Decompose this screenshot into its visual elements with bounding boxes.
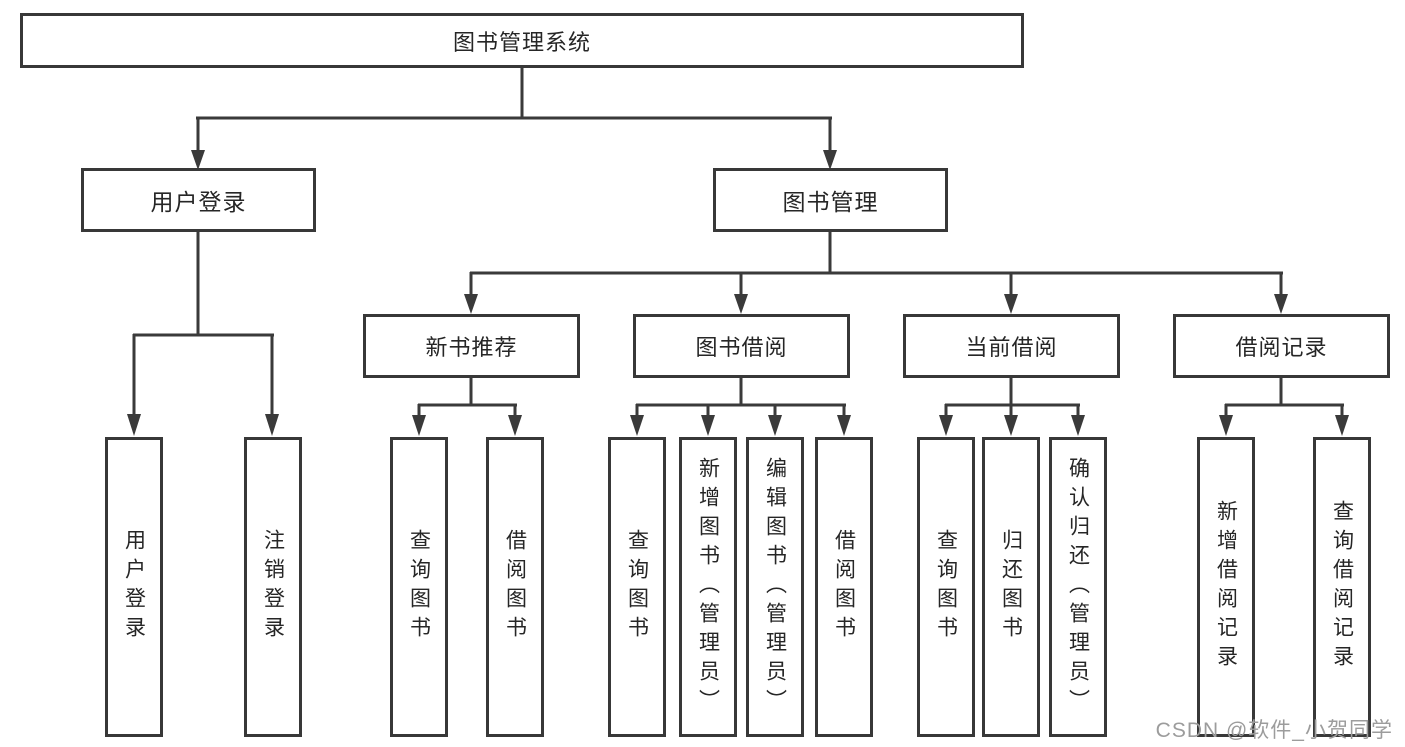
node-current-borrow: 当前借阅 xyxy=(903,314,1120,378)
leaf-add-books-admin: 新增图书（管理员） xyxy=(679,437,737,737)
leaf-user-login: 用户登录 xyxy=(105,437,163,737)
leaf-edit-books-admin: 编辑图书（管理员） xyxy=(746,437,804,737)
leaf-confirm-return-admin: 确认归还（管理员） xyxy=(1049,437,1107,737)
node-user-login: 用户登录 xyxy=(81,168,316,232)
leaf-borrow-books: 借阅图书 xyxy=(815,437,873,737)
leaf-query-borrow-record: 查询借阅记录 xyxy=(1313,437,1371,737)
leaf-borrow-books-recommend: 借阅图书 xyxy=(486,437,544,737)
node-borrow-records: 借阅记录 xyxy=(1173,314,1390,378)
node-book-management: 图书管理 xyxy=(713,168,948,232)
leaf-query-books-recommend: 查询图书 xyxy=(390,437,448,737)
leaf-add-borrow-record: 新增借阅记录 xyxy=(1197,437,1255,737)
leaf-query-books-borrow: 查询图书 xyxy=(608,437,666,737)
leaf-return-books: 归还图书 xyxy=(982,437,1040,737)
leaf-logout-login: 注销登录 xyxy=(244,437,302,737)
node-new-book-recommend: 新书推荐 xyxy=(363,314,580,378)
csdn-watermark: CSDN @软件_小贺同学 xyxy=(1155,719,1393,742)
leaf-query-books-current: 查询图书 xyxy=(917,437,975,737)
node-book-borrow: 图书借阅 xyxy=(633,314,850,378)
node-root-library-system: 图书管理系统 xyxy=(20,13,1024,68)
